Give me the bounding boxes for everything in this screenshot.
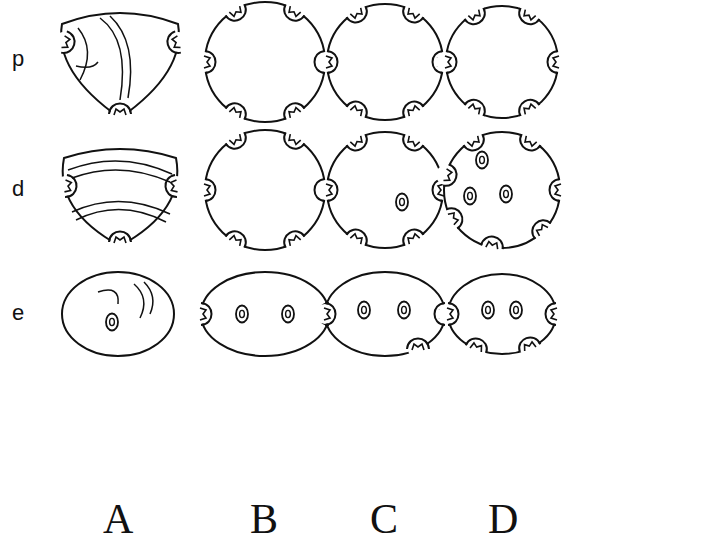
grain-d-e bbox=[438, 274, 566, 362]
grain-a-d bbox=[55, 149, 187, 252]
grain-b-p bbox=[195, 0, 335, 128]
grain-c-e bbox=[315, 272, 455, 359]
view-label: e bbox=[12, 302, 24, 324]
type-label: D bbox=[488, 498, 518, 540]
grain-c-p bbox=[317, 0, 453, 126]
view-label: p bbox=[12, 48, 24, 70]
grain-b-d bbox=[195, 124, 335, 256]
grain-d-d bbox=[433, 126, 570, 259]
grain-a-p bbox=[51, 13, 190, 124]
view-label: d bbox=[12, 178, 24, 200]
type-label: A bbox=[103, 498, 133, 540]
grain-c-d bbox=[317, 126, 453, 255]
type-label: C bbox=[370, 498, 398, 540]
grain-b-e bbox=[191, 272, 339, 356]
grain-a-e bbox=[62, 272, 174, 356]
grain-d-p bbox=[436, 0, 568, 125]
type-label: B bbox=[250, 498, 278, 540]
